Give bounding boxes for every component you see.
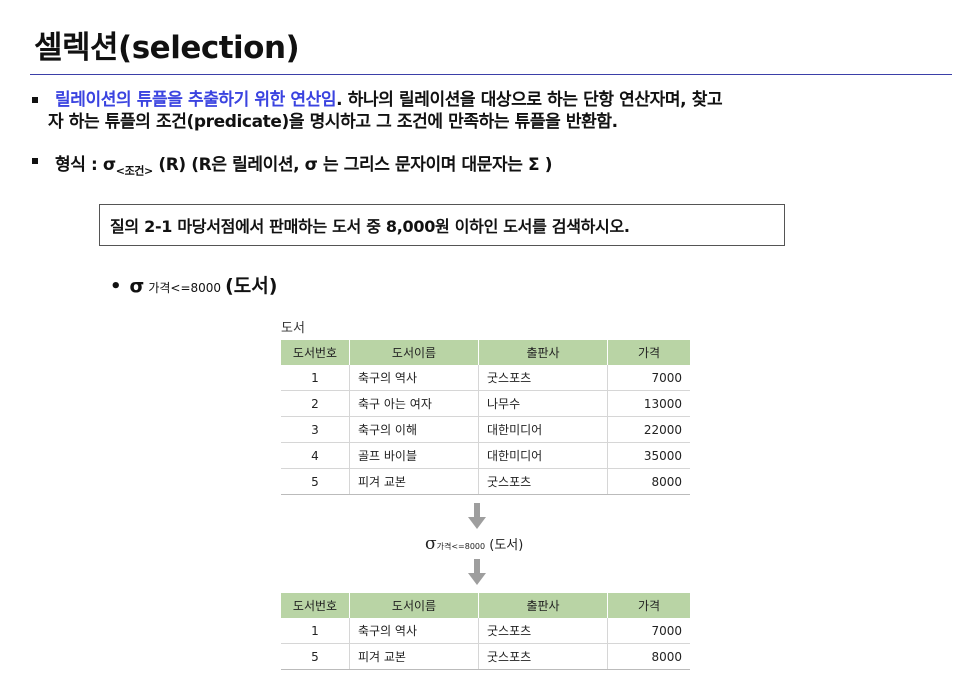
column-header: 가격	[607, 593, 690, 618]
column-header: 도서번호	[281, 593, 350, 618]
selection-definition: 릴레이션의 튜플을 추출하기 위한 연산임. 하나의 릴레이션을 대상으로 하는…	[55, 89, 955, 111]
table-header-row: 도서번호 도서이름 출판사 가격	[281, 340, 690, 365]
table-cell: 굿스포츠	[478, 643, 608, 670]
table-cell: 굿스포츠	[478, 618, 608, 644]
table-cell: 축구 아는 여자	[349, 390, 479, 417]
table-cell: 2	[281, 390, 350, 417]
table-cell: 피겨 교본	[349, 468, 479, 495]
operator-condition: 가격<=8000	[436, 542, 486, 551]
format-prefix: 형식 : σ	[55, 155, 116, 175]
table-cell: 피겨 교본	[349, 643, 479, 670]
table-cell: 나무수	[478, 390, 608, 417]
table-cell: 5	[281, 643, 350, 670]
table-cell: 5	[281, 468, 350, 495]
table-caption: 도서	[281, 321, 305, 336]
column-header: 출판사	[478, 593, 608, 618]
table-cell: 8000	[607, 468, 690, 495]
title-divider	[30, 74, 952, 75]
table-cell: 대한미디어	[478, 416, 608, 443]
table-cell: 골프 바이블	[349, 442, 479, 469]
column-header: 도서이름	[349, 340, 479, 365]
table-cell: 축구의 역사	[349, 618, 479, 644]
table-cell: 대한미디어	[478, 442, 608, 469]
format-rest: (R) (R은 릴레이션, σ 는 그리스 문자이며 대문자는 Σ )	[152, 155, 553, 175]
operator-relation: (도서)	[485, 538, 524, 553]
table-cell: 7000	[607, 365, 690, 391]
query-box: 질의 2-1 마당서점에서 판매하는 도서 중 8,000원 이하인 도서를 검…	[99, 204, 785, 246]
column-header: 도서번호	[281, 340, 350, 365]
column-header: 도서이름	[349, 593, 479, 618]
table-cell: 13000	[607, 390, 690, 417]
table-cell: 축구의 역사	[349, 365, 479, 391]
table-cell: 7000	[607, 618, 690, 644]
selection-operator-label: σ가격<=8000 (도서)	[425, 534, 523, 554]
table-cell: 굿스포츠	[478, 365, 608, 391]
down-arrow-icon	[468, 503, 486, 529]
table-cell: 8000	[607, 643, 690, 670]
column-header: 출판사	[478, 340, 608, 365]
table-cell: 22000	[607, 416, 690, 443]
definition-text: . 하나의 릴레이션을 대상으로 하는 단항 연산자며, 찾고	[336, 90, 723, 110]
bullet-dot: •	[110, 276, 122, 297]
table-header-row: 도서번호 도서이름 출판사 가격	[281, 593, 690, 618]
table-cell: 1	[281, 618, 350, 644]
bullet-marker	[32, 97, 38, 103]
definition-highlight: 릴레이션의 튜플을 추출하기 위한 연산임	[55, 90, 337, 110]
definition-line2: 자 하는 튜플의 조건(predicate)을 명시하고 그 조건에 만족하는 …	[48, 112, 618, 132]
bullet-marker	[32, 158, 38, 164]
query-text: 질의 2-1 마당서점에서 판매하는 도서 중 8,000원 이하인 도서를 검…	[110, 217, 630, 236]
table-cell: 3	[281, 416, 350, 443]
sigma-symbol: σ	[129, 275, 145, 297]
selection-format: 형식 : σ<조건> (R) (R은 릴레이션, σ 는 그리스 문자이며 대문…	[55, 150, 552, 178]
table-cell: 1	[281, 365, 350, 391]
format-condition-sub: <조건>	[115, 164, 153, 178]
table-cell: 4	[281, 442, 350, 469]
selection-condition: 가격<=8000	[148, 281, 222, 295]
column-header: 가격	[607, 340, 690, 365]
table-cell: 굿스포츠	[478, 468, 608, 495]
operator-sigma: σ	[425, 534, 437, 554]
down-arrow-icon	[468, 559, 486, 585]
selection-relation: (도서)	[225, 275, 278, 297]
page-title: 셀렉션(selection)	[34, 30, 300, 66]
table-cell: 축구의 이해	[349, 416, 479, 443]
table-cell: 35000	[607, 442, 690, 469]
